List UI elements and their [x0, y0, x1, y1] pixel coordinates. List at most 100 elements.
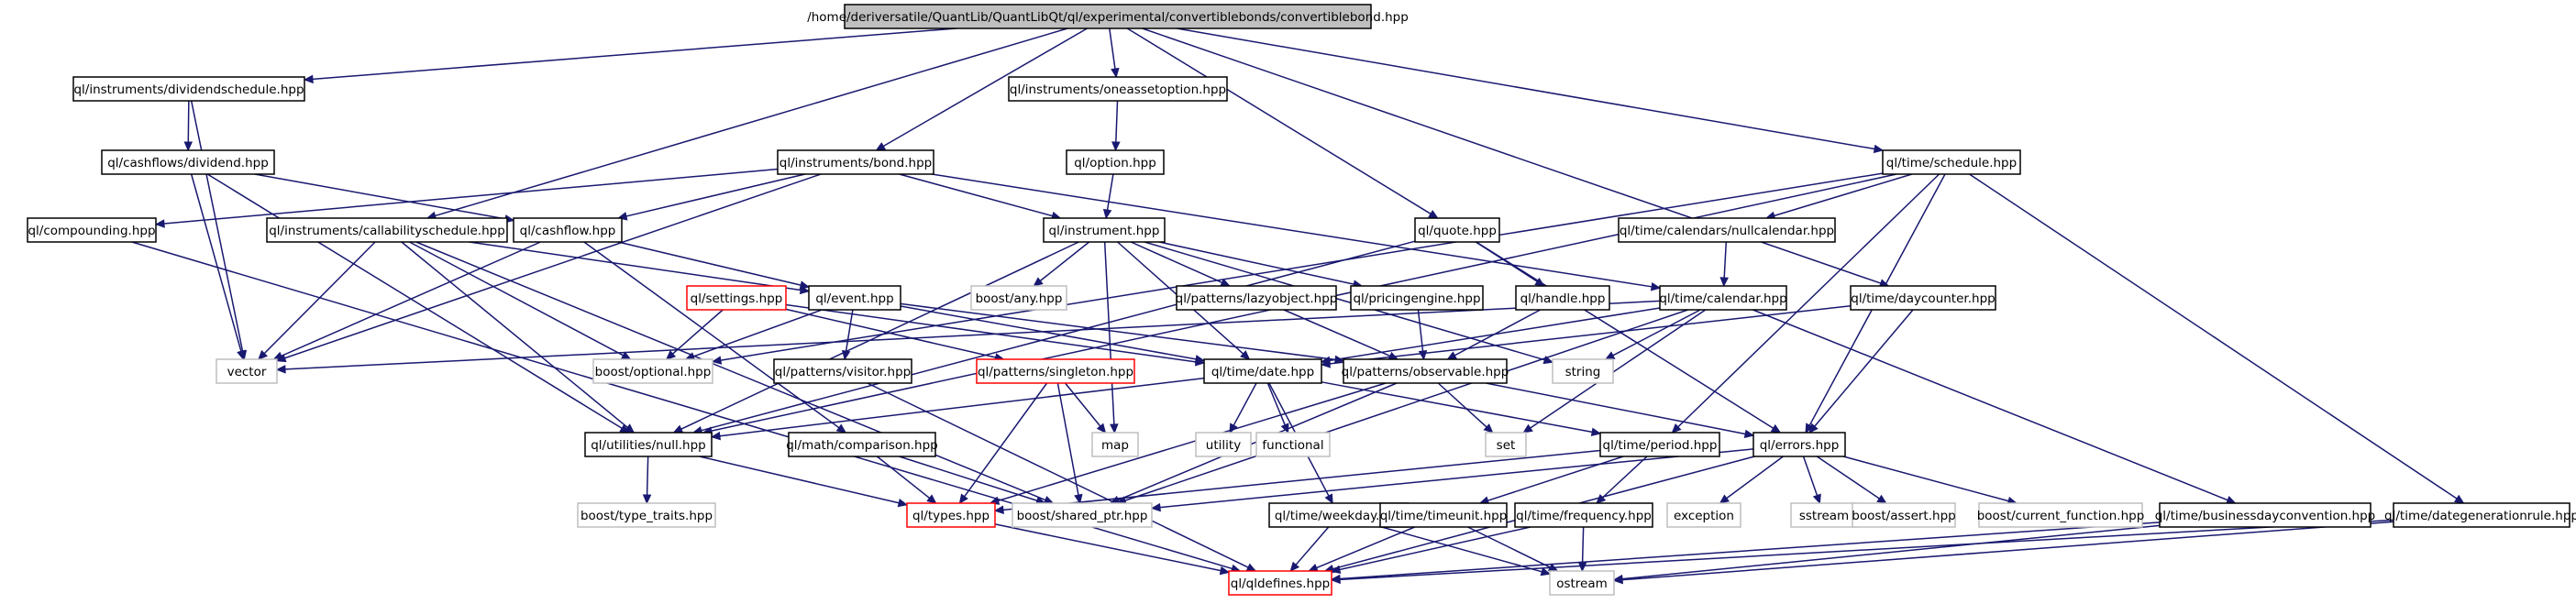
- node-dividend[interactable]: ql/cashflows/dividend.hpp: [101, 149, 275, 175]
- node-cashflow[interactable]: ql/cashflow.hpp: [513, 217, 623, 243]
- node-label: ql/pricingengine.hpp: [1353, 291, 1480, 306]
- node-nullcalendar[interactable]: ql/time/calendars/nullcalendar.hpp: [1618, 217, 1836, 243]
- node-pricingengine[interactable]: ql/pricingengine.hpp: [1350, 285, 1484, 311]
- edge-arrowhead: [275, 365, 286, 374]
- edge-arrowhead: [258, 349, 268, 360]
- node-box: [1549, 570, 1615, 596]
- node-currentfunction[interactable]: boost/current_function.hpp: [1977, 502, 2145, 528]
- node-label: ql/instrument.hpp: [1049, 224, 1160, 238]
- edge-arrowhead: [2453, 494, 2465, 504]
- node-callability[interactable]: ql/instruments/callabilityschedule.hpp: [266, 217, 508, 243]
- node-box: [1255, 432, 1331, 457]
- edge-line: [1487, 456, 1624, 501]
- node-event[interactable]: ql/event.hpp: [808, 285, 901, 311]
- node-label: ql/cashflow.hpp: [520, 224, 616, 238]
- node-label: map: [1101, 438, 1129, 453]
- edge-arrowhead: [1604, 351, 1616, 360]
- node-period[interactable]: ql/time/period.hpp: [1599, 432, 1720, 457]
- node-quote[interactable]: ql/quote.hpp: [1414, 217, 1500, 243]
- node-schedule[interactable]: ql/time/schedule.hpp: [1882, 149, 2021, 175]
- edge-oneassetoption-to-option: [1111, 100, 1121, 152]
- node-observable[interactable]: ql/patterns/observable.hpp: [1342, 358, 1509, 384]
- edge-line: [163, 168, 779, 225]
- node-label: ql/settings.hpp: [691, 291, 783, 306]
- node-comparison[interactable]: ql/math/comparison.hpp: [786, 432, 938, 457]
- edge-line: [1437, 382, 1487, 428]
- edge-arrowhead: [1102, 208, 1112, 220]
- edge-line: [680, 241, 1079, 430]
- node-option[interactable]: ql/option.hpp: [1066, 149, 1165, 175]
- node-bdc[interactable]: ql/time/businessdayconvention.hpp: [2155, 502, 2376, 528]
- node-label: ql/types.hpp: [912, 509, 989, 523]
- node-label: functional: [1262, 438, 1323, 453]
- node-daycounter[interactable]: ql/time/daycounter.hpp: [1850, 285, 1996, 311]
- node-label: ql/time/frequency.hpp: [1516, 509, 1652, 523]
- node-label: ql/time/daycounter.hpp: [1851, 291, 1995, 306]
- edge-dgr-to-qldefines: [1330, 519, 2394, 585]
- node-root[interactable]: /home/deriversatile/QuantLib/QuantLibQt/…: [807, 4, 1409, 29]
- edge-line: [1130, 241, 1222, 284]
- edge-null-to-typetraits: [642, 456, 652, 505]
- edge-arrowhead: [841, 349, 851, 361]
- edge-weekday-to-qldefines: [1289, 526, 1330, 572]
- node-box: [1414, 217, 1500, 243]
- node-dgr[interactable]: ql/time/dategenerationrule.hpp: [2384, 502, 2576, 528]
- node-types[interactable]: ql/types.hpp: [906, 502, 996, 528]
- edge-line: [1056, 382, 1079, 496]
- node-label: utility: [1206, 438, 1241, 453]
- edge-line: [263, 241, 376, 355]
- edge-arrowhead: [1330, 565, 1342, 575]
- node-handle[interactable]: ql/handle.hpp: [1515, 285, 1610, 311]
- node-functional[interactable]: functional: [1255, 432, 1331, 457]
- node-box: [1343, 358, 1508, 384]
- node-lazyobject[interactable]: ql/patterns/lazyobject.hpp: [1176, 285, 1338, 311]
- edge-calendar-to-set: [1522, 309, 1707, 434]
- edge-line: [900, 305, 1197, 360]
- node-vector[interactable]: vector: [216, 358, 278, 384]
- edge-line: [1339, 522, 2161, 580]
- node-dividendschedule[interactable]: ql/instruments/dividendschedule.hpp: [72, 76, 305, 102]
- node-label: sstream: [1799, 509, 1849, 523]
- node-box: [1882, 149, 2021, 175]
- node-sharedptr[interactable]: boost/shared_ptr.hpp: [1012, 502, 1153, 528]
- node-boostany[interactable]: boost/any.hpp: [970, 285, 1067, 311]
- edge-arrowhead: [1096, 423, 1107, 434]
- node-label: vector: [227, 365, 267, 379]
- edge-arrowhead: [672, 424, 684, 434]
- node-errors[interactable]: ql/errors.hpp: [1752, 432, 1846, 457]
- node-timeunit[interactable]: ql/time/timeunit.hpp: [1379, 502, 1508, 528]
- node-box: [808, 285, 901, 311]
- node-calendar[interactable]: ql/time/calendar.hpp: [1659, 285, 1787, 311]
- node-bond[interactable]: ql/instruments/bond.hpp: [777, 149, 934, 175]
- node-ostream[interactable]: ostream: [1549, 570, 1615, 596]
- node-assert[interactable]: boost/assert.hpp: [1852, 502, 1956, 528]
- edge-arrowhead: [1590, 427, 1602, 436]
- edge-line: [899, 456, 1038, 501]
- node-null[interactable]: ql/utilities/null.hpp: [584, 432, 713, 457]
- node-sstream[interactable]: sstream: [1790, 502, 1858, 528]
- edge-weekday-to-ostream: [1381, 526, 1552, 577]
- edge-schedule-to-period: [1671, 173, 1940, 434]
- node-set[interactable]: set: [1485, 432, 1527, 457]
- node-exception[interactable]: exception: [1666, 502, 1741, 528]
- node-oneassetoption[interactable]: ql/instruments/oneassetoption.hpp: [1008, 76, 1228, 102]
- node-qldefines[interactable]: ql/qldefines.hpp: [1228, 570, 1332, 596]
- edge-singleton-to-sharedptr: [1056, 382, 1083, 505]
- node-visitor[interactable]: ql/patterns/visitor.hpp: [773, 358, 912, 384]
- edge-date-to-period: [1321, 381, 1602, 436]
- node-optional[interactable]: boost/optional.hpp: [592, 358, 713, 384]
- node-string[interactable]: string: [1552, 358, 1614, 384]
- node-compounding[interactable]: ql/compounding.hpp: [27, 217, 157, 243]
- node-date[interactable]: ql/time/date.hpp: [1203, 358, 1322, 384]
- edge-line: [409, 241, 624, 357]
- node-utility[interactable]: utility: [1195, 432, 1252, 457]
- node-map[interactable]: map: [1091, 432, 1139, 457]
- edge-option-to-instrument: [1102, 173, 1114, 220]
- node-instrument[interactable]: ql/instrument.hpp: [1043, 217, 1166, 243]
- node-singleton[interactable]: ql/patterns/singleton.hpp: [976, 358, 1135, 384]
- edge-arrowhead: [926, 494, 937, 504]
- node-settings[interactable]: ql/settings.hpp: [686, 285, 787, 311]
- node-frequency[interactable]: ql/time/frequency.hpp: [1514, 502, 1653, 528]
- node-typetraits[interactable]: boost/type_traits.hpp: [577, 502, 716, 528]
